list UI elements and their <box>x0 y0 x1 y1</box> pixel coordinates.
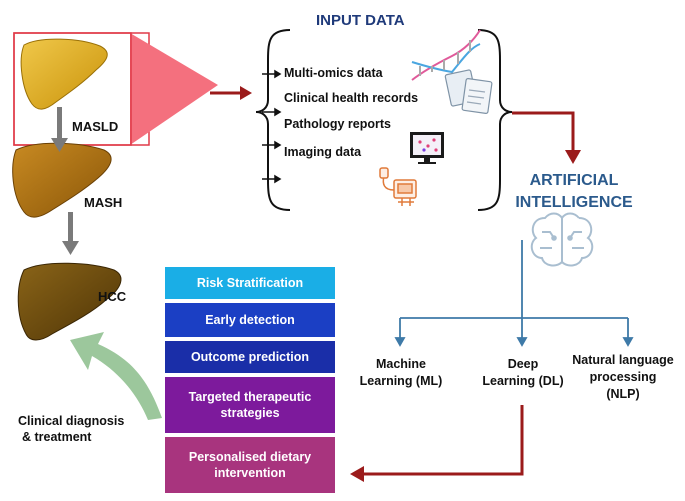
liver-masld-icon <box>20 38 108 110</box>
ai-title-line2: INTELLIGENCE <box>515 194 633 211</box>
arrow-to-ai <box>512 111 581 164</box>
bullet-arrows <box>262 69 282 184</box>
progression-arrows <box>51 107 79 255</box>
method-nlp: Natural language processing (NLP) <box>564 352 682 403</box>
arrow-to-input <box>210 86 252 100</box>
input-item-clinical-records: Clinical health records <box>284 91 419 105</box>
arrow-to-outcomes <box>350 405 524 482</box>
ai-title: ARTIFICIAL INTELLIGENCE <box>506 170 642 214</box>
clinical-line1: Clinical diagnosis <box>18 414 125 428</box>
outcome-prediction: Outcome prediction <box>165 341 335 373</box>
liver-hcc-icon <box>17 262 122 341</box>
ai-title-line1: ARTIFICIAL <box>529 172 619 189</box>
method-ml-line1: Machine <box>375 357 426 371</box>
method-dl-line1: Deep <box>507 357 539 371</box>
clinical-records-icon <box>444 69 493 114</box>
outcome-targeted-line2: strategies <box>220 406 280 420</box>
zoom-funnel <box>130 33 218 145</box>
dna-icon <box>411 29 481 81</box>
brain-icon <box>530 212 594 267</box>
method-nlp-line2: processing <box>589 370 657 384</box>
left-brace <box>255 29 291 211</box>
method-dl-line2: Learning (DL) <box>482 374 564 388</box>
method-ml: Machine Learning (ML) <box>356 356 446 390</box>
stage-label-mash: MASH <box>84 195 123 210</box>
input-item-pathology: Pathology reports <box>284 117 391 131</box>
clinical-diagnosis-label: Clinical diagnosis & treatment <box>18 413 124 445</box>
clinical-line2: & treatment <box>22 430 92 444</box>
method-nlp-line1: Natural language <box>572 353 674 367</box>
input-data-title: INPUT DATA <box>316 12 405 29</box>
outcome-personalised-dietary: Personalised dietary intervention <box>165 437 335 493</box>
ultrasound-icon <box>379 167 417 206</box>
stage-label-hcc: HCC <box>98 289 127 304</box>
outcome-diet-line1: Personalised dietary <box>188 450 312 464</box>
input-item-imaging: Imaging data <box>284 145 362 159</box>
method-nlp-line3: (NLP) <box>606 387 640 401</box>
stage-label-masld: MASLD <box>72 119 119 134</box>
outcome-risk-stratification: Risk Stratification <box>165 267 335 299</box>
method-ml-line2: Learning (ML) <box>359 374 443 388</box>
ai-method-tree <box>394 240 634 347</box>
imaging-monitor-icon <box>410 132 444 164</box>
outcome-early-detection: Early detection <box>165 303 335 337</box>
outcome-targeted-therapeutic: Targeted therapeutic strategies <box>165 377 335 433</box>
input-item-multiomics: Multi-omics data <box>284 66 383 80</box>
outcome-targeted-line1: Targeted therapeutic <box>188 390 312 404</box>
outcome-diet-line2: intervention <box>214 466 286 480</box>
liver-mash-icon <box>12 142 112 218</box>
method-dl: Deep Learning (DL) <box>476 356 570 390</box>
clinical-feedback-arrow <box>70 332 162 420</box>
